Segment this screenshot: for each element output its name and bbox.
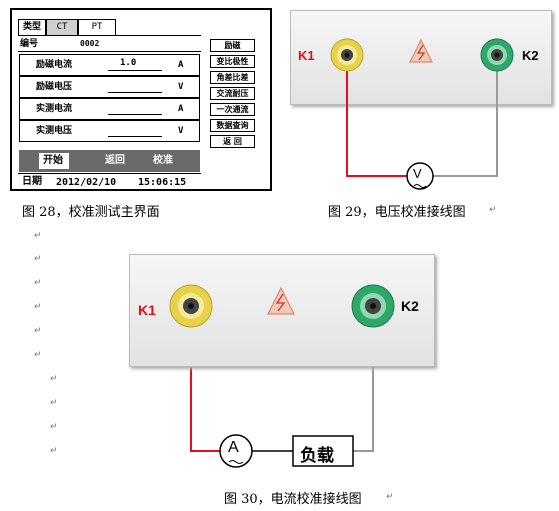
id-value[interactable]: 0002 [80,39,100,48]
date-value: 2012/02/10 [56,177,117,188]
calibration-main-screen: 类型 CT PT 编号 0002 励磁电流 1.0 A 励磁电压 V 实测电流 … [10,8,272,191]
paragraph-mark: ↵ [489,205,497,215]
row-excitation-current: 励磁电流 1.0 A [19,54,200,76]
tab-ct[interactable]: CT [46,19,78,35]
data-query-button[interactable]: 数据查询 [210,119,255,132]
row-measured-voltage: 实测电压 V [19,120,200,142]
warning-triangle-icon [267,286,295,315]
ac-withstand-button[interactable]: 交流耐压 [210,87,255,100]
paragraph-mark: ↵ [34,326,42,336]
paragraph-mark: ↵ [34,350,42,360]
load-box [292,435,354,467]
fig29-red-wire [346,57,407,177]
paragraph-mark: ↵ [50,398,58,408]
paragraph-mark: ↵ [34,231,42,241]
paragraph-mark: ↵ [50,374,58,384]
fig29-k1-terminal[interactable] [330,38,364,72]
fig29-wires [346,57,498,177]
fig29-gray-wire [433,57,498,177]
return-button[interactable]: 返 回 [210,135,255,148]
start-button[interactable]: 开始 [43,155,63,166]
warning-triangle-icon [409,38,433,63]
action-bar: 开始 返回 校准 [19,150,200,172]
start-highlight [39,153,69,169]
row-excitation-voltage: 励磁电压 V [19,76,200,98]
id-row-line [18,51,201,52]
figure-30-caption: 图 30，电流校准接线图 [224,492,362,507]
excitation-button[interactable]: 励磁 [210,39,255,52]
fig29-k2-label: K2 [522,48,539,63]
voltmeter-icon [406,162,434,190]
paragraph-mark: ↵ [34,302,42,312]
figure-29-caption: 图 29，电压校准接线图 [328,205,466,220]
paragraph-mark: ↵ [50,446,58,456]
row-measured-current: 实测电流 A [19,98,200,120]
angle-ratio-error-button[interactable]: 角差比差 [210,71,255,84]
row-unit: A [178,60,184,70]
row-unit: V [178,82,184,92]
calibrate-button[interactable]: 校准 [153,155,173,166]
figure-28-caption: 图 28，校准测试主界面 [22,205,160,220]
back-button[interactable]: 返回 [105,155,125,166]
row-unit: V [178,126,184,136]
date-label: 日期 [22,176,42,187]
fig30-k2-terminal[interactable] [351,284,395,328]
row-label: 实测电流 [36,104,73,114]
tab-baseline [18,35,201,36]
fig30-k1-terminal[interactable] [169,284,213,328]
fig30-k1-label: K1 [138,302,156,318]
time-value: 15:06:15 [138,177,187,188]
ammeter-icon [219,434,253,468]
fig29-k2-terminal[interactable] [480,38,514,72]
paragraph-mark: ↵ [34,278,42,288]
tab-pt[interactable]: PT [78,19,116,35]
load-label: 负载 [300,446,334,466]
id-label: 编号 [20,39,39,49]
row-unit: A [178,104,184,114]
fig30-k2-label: K2 [401,298,419,314]
ratio-polarity-button[interactable]: 变比极性 [210,55,255,68]
fig29-k1-label: K1 [298,48,315,63]
tab-type[interactable]: 类型 [18,19,46,35]
paragraph-mark: ↵ [50,422,58,432]
primary-current-button[interactable]: 一次通流 [210,103,255,116]
row-value[interactable]: 1.0 [120,58,137,68]
row-label: 励磁电流 [36,60,73,70]
row-label: 励磁电压 [36,82,73,92]
paragraph-mark: ↵ [386,492,394,502]
row-label: 实测电压 [36,126,73,136]
ammeter-symbol: A [228,439,239,456]
voltmeter-symbol: V [413,166,422,181]
paragraph-mark: ↵ [34,254,42,264]
